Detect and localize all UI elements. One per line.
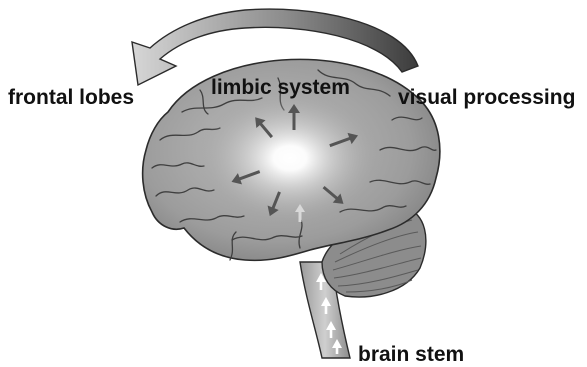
label-frontal-lobes: frontal lobes [8,86,134,109]
label-limbic-system: limbic system [211,76,350,99]
label-visual-processing: visual processing [398,86,575,109]
label-brain-stem: brain stem [358,343,464,366]
